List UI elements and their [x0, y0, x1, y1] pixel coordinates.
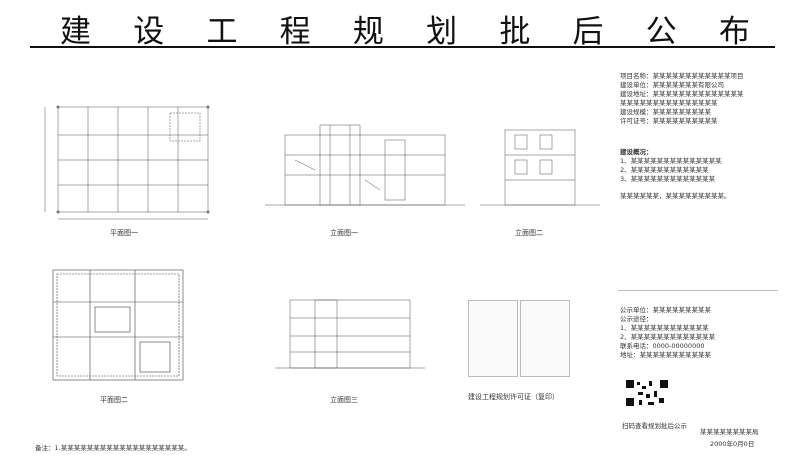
divider	[618, 290, 778, 291]
page-title: 建 设 工 程 规 划 批 后 公 布	[60, 6, 750, 51]
contact-line: 联系电话：0000-00000000	[620, 342, 705, 350]
title-char: 后	[572, 14, 604, 50]
note-line: 某某某某某某，某某某某某某某某某。	[620, 192, 731, 200]
title-char: 工	[206, 14, 238, 50]
info-line: 许可证号：某某某某某某某某某某	[620, 117, 718, 125]
elevation-drawing-2	[480, 129, 600, 206]
overview-info: 建设概况： 1、某某某某某某某某某某某某某某 2、某某某某某某某某某某某某 3、…	[620, 148, 790, 184]
permit-copy-right	[520, 300, 570, 377]
info-line: 项目名称：某某某某某某某某某某某某项目	[620, 72, 744, 80]
plan-drawing-2	[52, 269, 184, 381]
title-char: 布	[718, 14, 750, 50]
qr-code-icon	[624, 378, 670, 408]
title-char: 公	[645, 14, 677, 50]
contact-line: 公示途径：	[620, 315, 653, 323]
title-bar: 建 设 工 程 规 划 批 后 公 布	[0, 0, 800, 50]
plan1-caption: 平面图一	[110, 229, 138, 237]
contact-line: 公示单位：某某某某某某某某某	[620, 306, 711, 314]
publish-date: 2000年0月0日	[710, 440, 755, 448]
plan2-caption: 平面图二	[100, 396, 128, 404]
contact-line: 1、某某某某某某某某某某某某	[620, 324, 709, 332]
overview-line: 2、某某某某某某某某某某某某	[620, 166, 709, 174]
qr-caption: 扫码查看规划批后公示	[622, 422, 687, 430]
title-char: 程	[279, 14, 311, 50]
title-char: 批	[499, 14, 531, 50]
contact-info: 公示单位：某某某某某某某某某 公示途径： 1、某某某某某某某某某某某某 2、某某…	[620, 306, 790, 360]
overview-line: 1、某某某某某某某某某某某某某某	[620, 157, 722, 165]
contact-line: 地址：某某某某某某某某某某某	[620, 351, 711, 359]
permit-copy-left	[468, 300, 518, 377]
title-char: 设	[133, 14, 165, 50]
issuer: 某某某某某某某某局	[700, 428, 759, 436]
title-char: 划	[426, 14, 458, 50]
contact-line: 2、某某某某某某某某某某某某某	[620, 333, 716, 341]
note-info: 某某某某某某，某某某某某某某某某。	[620, 192, 790, 201]
info-line: 建设地址：某某某某某某某某某某某某某某	[620, 90, 744, 98]
footer-remark: 备注：1.某某某某某某某某某某某某某某某某某某某。	[35, 444, 191, 452]
plan-drawing-1	[44, 105, 210, 220]
permit-caption: 建设工程规划许可证（复印）	[468, 393, 559, 401]
info-line: 建设单位：某某某某某某某有限公司	[620, 81, 724, 89]
title-char: 规	[352, 14, 384, 50]
elevation2-caption: 立面图二	[515, 229, 543, 237]
elevation3-caption: 立面图三	[330, 396, 358, 404]
project-info: 项目名称：某某某某某某某某某某某某项目 建设单位：某某某某某某某有限公司 建设地…	[620, 72, 790, 126]
elevation-drawing-1	[265, 124, 465, 206]
elevation1-caption: 立面图一	[330, 229, 358, 237]
info-line: 建设规模：某某某某某某某某某	[620, 108, 711, 116]
overview-title: 建设概况：	[620, 148, 653, 156]
title-rule	[30, 46, 775, 48]
elevation-drawing-3	[275, 299, 425, 369]
title-char: 建	[60, 14, 91, 50]
overview-line: 3、某某某某某某某某某某某某某	[620, 175, 716, 183]
info-line: 某某某某某某某某某某某某某某某	[620, 99, 718, 107]
